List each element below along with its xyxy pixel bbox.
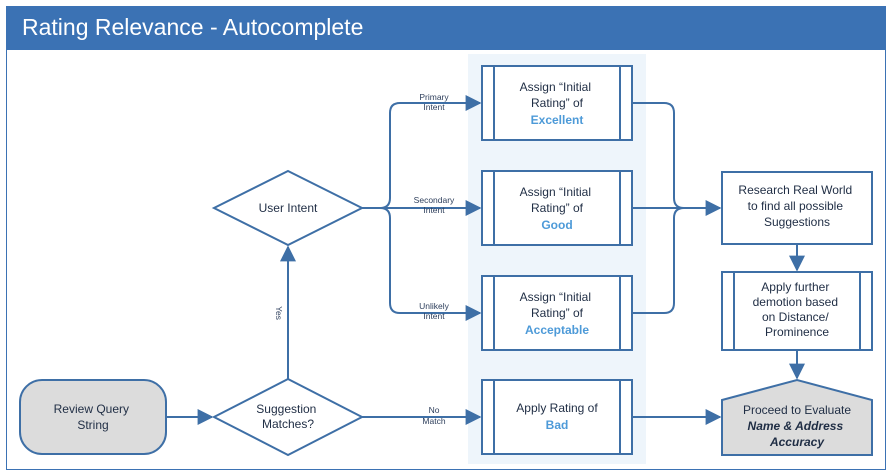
edge-intent-to-excellent	[362, 95, 482, 209]
review-query-line-1: Review Query	[54, 402, 129, 416]
node-research: Research Real World to find all possible…	[721, 171, 873, 245]
node-bad: Apply Rating of Bad	[481, 379, 633, 455]
node-review-query: Review Query String	[19, 379, 167, 455]
demotion-line-4: Prominence	[765, 325, 829, 339]
edge-acceptable-merge	[632, 207, 685, 314]
edge-excellent-merge	[632, 102, 685, 209]
svg-text:Assign “Initial Rating: Assign “Initial Rating” of	[520, 290, 595, 320]
proceed-bold-1: Name & Address	[748, 419, 844, 433]
node-suggestion-matches: Suggestion Matches?	[211, 377, 365, 457]
rating-excellent: Excellent	[531, 113, 584, 127]
edge-label-no: No	[429, 405, 440, 415]
node-good: Assign “Initial Rating” of Good	[481, 170, 633, 246]
edge-label-secondary: Secondary	[414, 195, 455, 205]
suggestion-line-1: Suggestion	[256, 402, 316, 416]
edge-label-secondary-2: Intent	[423, 205, 445, 215]
demotion-line-3: on Distance/	[762, 310, 829, 324]
node-excellent: Assign “Initial Rating” of Excellent	[481, 65, 633, 141]
demotion-line-2: demotion based	[753, 295, 838, 309]
user-intent-label: User Intent	[259, 201, 318, 215]
research-line-2: to find all possible	[748, 199, 844, 213]
svg-text:Name & Address Accurac: Name & Address Accuracy	[748, 419, 847, 449]
good-line-1: Assign “Initial	[520, 185, 591, 199]
proceed-bold-2: Accuracy	[769, 435, 825, 449]
node-user-intent: User Intent	[211, 169, 365, 247]
acceptable-line-2: Rating” of	[531, 306, 584, 320]
page-title: Rating Relevance - Autocomplete	[22, 14, 364, 40]
edge-label-primary: Primary	[419, 92, 449, 102]
node-demotion: Apply further demotion based on Distance…	[721, 271, 873, 351]
title-bar: Rating Relevance - Autocomplete	[6, 6, 886, 50]
demotion-line-1: Apply further	[761, 280, 829, 294]
review-query-line-2: String	[77, 418, 108, 432]
svg-text:Assign “Initial Rating: Assign “Initial Rating” of	[520, 185, 595, 215]
rating-good: Good	[541, 218, 572, 232]
good-line-2: Rating” of	[531, 201, 584, 215]
excellent-line-2: Rating” of	[531, 96, 584, 110]
svg-text:Assign “Initial Rating: Assign “Initial Rating” of	[520, 80, 595, 110]
svg-text:Apply further demotion: Apply further demotion based on Distance…	[753, 280, 842, 339]
node-proceed: Proceed to Evaluate Name & Address Accur…	[721, 378, 873, 456]
connectors	[166, 95, 805, 425]
svg-text:Suggestion Matches?: Suggestion Matches?	[256, 402, 319, 431]
edge-label-match: Match	[422, 416, 445, 426]
research-line-3: Suggestions	[764, 215, 830, 229]
svg-text:Research Real World to: Research Real World to find all possible…	[738, 183, 855, 229]
rating-acceptable: Acceptable	[525, 323, 589, 337]
svg-text:Review Query String: Review Query String	[54, 402, 133, 432]
node-acceptable: Assign “Initial Rating” of Acceptable	[481, 275, 633, 351]
edge-label-unlikely: Unlikely	[419, 301, 450, 311]
edge-label-unlikely-2: Intent	[423, 311, 445, 321]
edge-label-primary-2: Intent	[423, 102, 445, 112]
rating-bad: Bad	[546, 418, 569, 432]
acceptable-line-1: Assign “Initial	[520, 290, 591, 304]
bad-line-1: Apply Rating of	[516, 401, 598, 415]
proceed-line-1: Proceed to Evaluate	[743, 403, 851, 417]
edge-label-yes: Yes	[274, 306, 284, 320]
suggestion-line-2: Matches?	[262, 417, 314, 431]
edge-intent-to-acceptable	[379, 207, 482, 321]
excellent-line-1: Assign “Initial	[520, 80, 591, 94]
research-line-1: Research Real World	[738, 183, 852, 197]
